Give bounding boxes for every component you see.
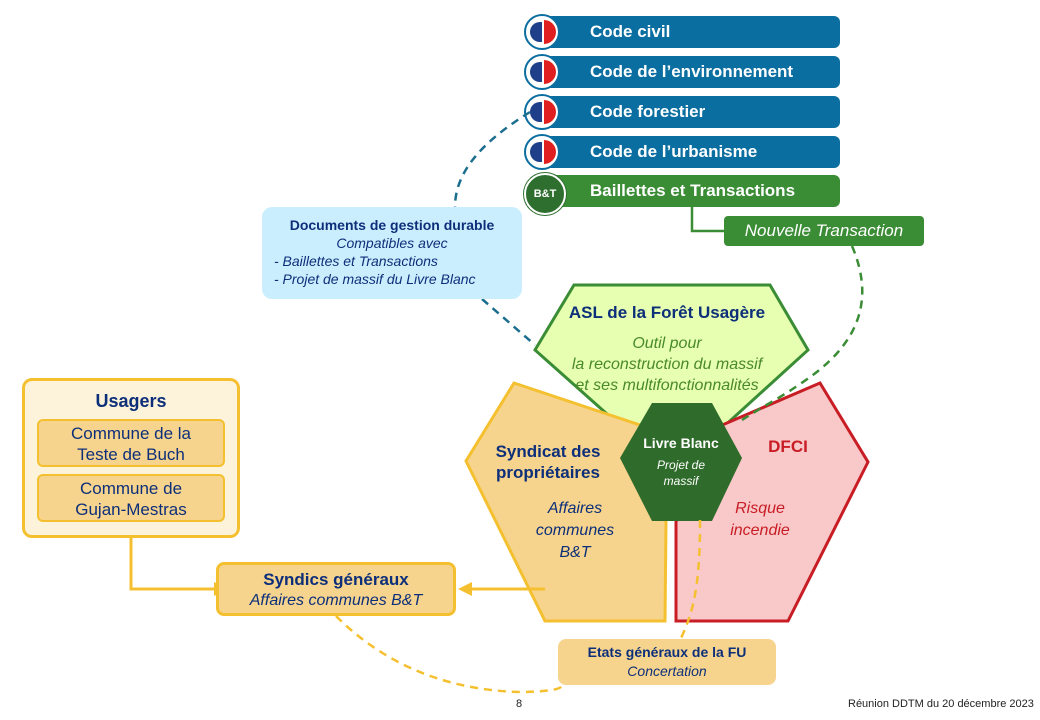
syndics-to-etats-dash: [335, 615, 563, 694]
commune-gujan-line-2: Gujan-Mestras: [75, 500, 187, 519]
marianne-icon: [524, 94, 560, 130]
documents-gestion-box: Documents de gestion durable Compatibles…: [262, 207, 522, 299]
livre-blanc-title: Livre Blanc: [643, 435, 719, 451]
asl-line-3: et ses multifonctionnalités: [575, 377, 758, 394]
syndicat-line-3: B&T: [559, 544, 591, 561]
baillettes-transactions-label: Baillettes et Transactions: [590, 181, 796, 200]
livre-to-etats-dash: [678, 519, 702, 641]
syndics-generaux-box: Syndics généraux Affaires communes B&T: [216, 562, 456, 616]
commune-gujan-box: Commune de Gujan-Mestras: [37, 474, 225, 522]
livre-blanc-shape: [620, 403, 742, 521]
marianne-icon: [524, 14, 560, 50]
dfci-line-1: Risque: [735, 500, 785, 517]
code-civil-bar: Code civil: [548, 16, 840, 48]
code-forestier-bar: Code forestier: [548, 96, 840, 128]
asl-line-2: la reconstruction du massif: [572, 356, 764, 373]
code-environnement-bar: Code de l’environnement: [548, 56, 840, 88]
usagers-title: Usagers: [95, 391, 167, 411]
bt-to-newtx-connector: [690, 207, 724, 233]
docs-to-asl-dash: [481, 298, 536, 346]
commune-teste-line-1: Commune de la: [70, 424, 191, 443]
bt-badge: B&T: [524, 173, 566, 215]
docs-title: Documents de gestion durable: [289, 217, 495, 233]
livre-blanc-line-2: massif: [664, 474, 700, 488]
commune-gujan-line-1: Commune de: [79, 479, 183, 498]
syndicat-arrowhead: [458, 582, 472, 596]
dfci-line-2: incendie: [730, 522, 790, 539]
usagers-to-syndics-connector: [129, 538, 214, 591]
syndicat-line-2: communes: [536, 522, 614, 539]
page-number: 8: [516, 698, 523, 710]
etats-subtitle: Concertation: [627, 663, 707, 679]
code-forestier-label: Code forestier: [590, 102, 706, 121]
docs-item-1: - Baillettes et Transactions: [274, 253, 438, 269]
code-environnement-label: Code de l’environnement: [590, 62, 794, 81]
syndicat-title-1: Syndicat des: [496, 442, 601, 461]
footer-meeting: Réunion DDTM du 20 décembre 2023: [848, 698, 1034, 710]
marianne-icon: [524, 134, 560, 170]
syndicat-title-2: propriétaires: [496, 463, 600, 482]
etats-title: Etats généraux de la FU: [587, 644, 747, 660]
commune-teste-box: Commune de la Teste de Buch: [37, 419, 225, 467]
livre-blanc-line-1: Projet de: [657, 458, 705, 472]
usagers-box: Usagers Commune de la Teste de Buch Comm…: [22, 378, 240, 538]
nouvelle-transaction-box: Nouvelle Transaction: [724, 216, 924, 246]
asl-title: ASL de la Forêt Usagère: [569, 303, 765, 322]
asl-line-1: Outil pour: [632, 335, 702, 352]
syndics-subtitle: Affaires communes B&T: [249, 592, 423, 609]
forestier-to-docs-dash: [453, 110, 531, 208]
marianne-icon: [524, 54, 560, 90]
docs-subtitle: Compatibles avec: [336, 235, 448, 251]
commune-teste-line-2: Teste de Buch: [77, 445, 185, 464]
code-urbanisme-label: Code de l’urbanisme: [590, 142, 758, 161]
etats-generaux-box: Etats généraux de la FU Concertation: [558, 639, 776, 685]
dfci-title: DFCI: [768, 437, 808, 456]
baillettes-transactions-bar: Baillettes et Transactions: [548, 175, 840, 207]
code-urbanisme-bar: Code de l’urbanisme: [548, 136, 840, 168]
newtx-to-dfci-dash: [741, 245, 864, 422]
docs-item-2: - Projet de massif du Livre Blanc: [274, 271, 476, 287]
code-civil-label: Code civil: [590, 22, 671, 41]
syndics-title: Syndics généraux: [263, 570, 409, 589]
syndicat-line-1: Affaires: [547, 500, 602, 517]
